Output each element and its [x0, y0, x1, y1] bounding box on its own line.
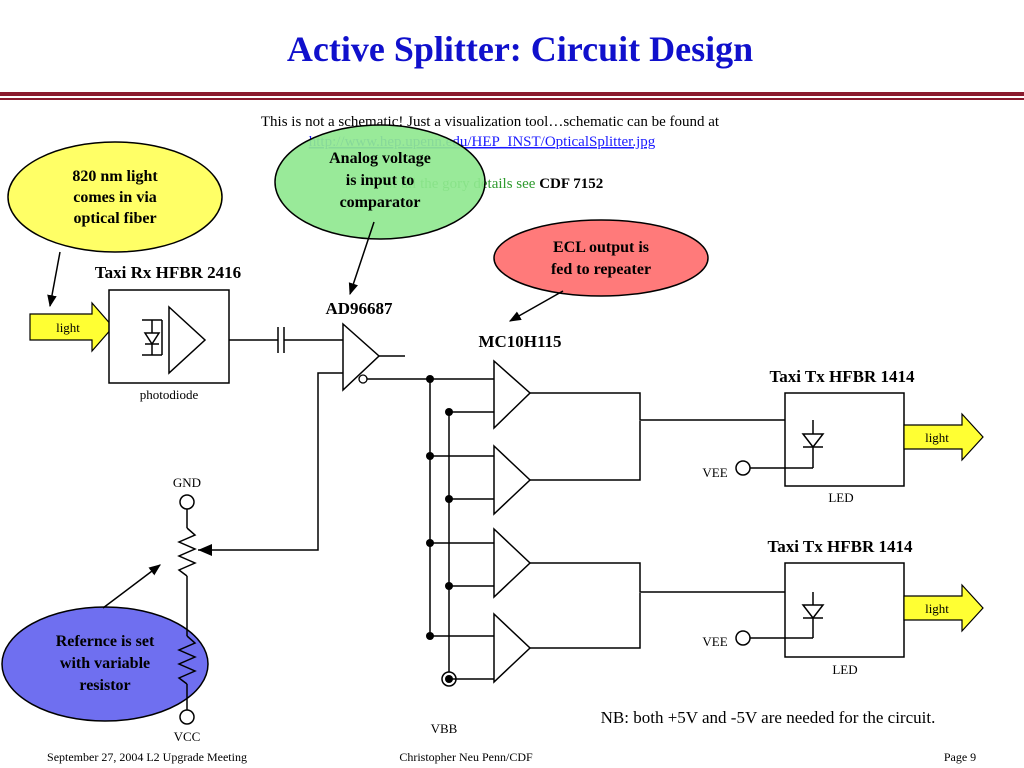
repeater-label: MC10H115 [478, 332, 561, 351]
rx-amplifier-symbol [168, 305, 207, 375]
slide-title: Active Splitter: Circuit Design [287, 29, 753, 69]
repeater-gate-4 [426, 612, 532, 684]
bubble-light-in-line-1: 820 nm light [72, 168, 158, 185]
footer-author: Christopher Neu Penn/CDF [399, 750, 533, 764]
bubble-light-in-line-2: comes in via [73, 189, 157, 206]
bubble-light-in-line-3: optical fiber [73, 210, 156, 227]
tx1-box [784, 392, 905, 487]
bubble-analog-line-1: Analog voltage [329, 150, 431, 167]
bubble-ecl: ECL output is fed to repeater [493, 219, 709, 297]
reference-pointer-arrow [102, 564, 161, 609]
light-out-2-label: light [925, 601, 949, 616]
bubble-ecl-line-1: ECL output is [553, 239, 649, 256]
vcc-label: VCC [174, 729, 201, 744]
bubble-analog-line-3: comparator [340, 194, 421, 211]
bubble-reference: Refernce is set with variable resistor [1, 606, 209, 722]
tx2-box [784, 562, 905, 658]
light-out-arrow-1: light [903, 412, 984, 462]
tx2-wire-b [530, 593, 641, 649]
bubble-ecl-line-2: fed to repeater [551, 261, 651, 278]
led2-label: LED [832, 662, 857, 677]
vcc-terminal [179, 709, 195, 725]
details-ref: CDF 7152 [539, 176, 603, 192]
light-in-arrow: light [29, 301, 114, 353]
light-out-1-label: light [925, 430, 949, 445]
title-rule [0, 92, 1024, 100]
tx1-led-symbol [801, 420, 825, 468]
bubble-analog: Analog voltage is input to comparator [274, 124, 486, 240]
light-in-pointer-arrow [47, 251, 61, 308]
led1-label: LED [828, 490, 853, 505]
repeater-gate-2 [426, 444, 532, 516]
footer-page: Page 9 [944, 750, 976, 764]
potentiometer-upper [177, 527, 197, 577]
analog-pointer-arrow [348, 221, 375, 296]
photodiode-label: photodiode [140, 387, 199, 402]
reference-wire [198, 372, 343, 551]
comparator-symbol [342, 322, 381, 392]
vee2-terminal [735, 630, 751, 646]
tx1-label: Taxi Tx HFBR 1414 [769, 367, 915, 386]
bubble-light-in: 820 nm light comes in via optical fiber [7, 141, 223, 253]
tx1-wire-b [530, 421, 641, 481]
ecl-pointer-arrow [508, 290, 564, 322]
vee2-label: VEE [702, 634, 727, 649]
photodiode-symbol [142, 319, 163, 356]
footer-date: September 27, 2004 L2 Upgrade Meeting [47, 750, 247, 764]
tx2-wire-a [530, 562, 785, 593]
bubble-reference-line-3: resistor [79, 677, 130, 694]
light-out-arrow-2: light [903, 583, 984, 633]
bubble-reference-line-2: with variable [60, 655, 150, 672]
coupling-capacitor [277, 327, 285, 353]
bubble-reference-line-1: Refernce is set [56, 633, 155, 650]
gnd-terminal [179, 494, 195, 510]
tx2-led-symbol [801, 592, 825, 638]
tx2-label: Taxi Tx HFBR 1414 [767, 537, 913, 556]
tx1-wire-a [530, 392, 785, 421]
vee1-label: VEE [702, 465, 727, 480]
vbb-label: VBB [431, 721, 458, 736]
repeater-gate-3 [426, 527, 532, 599]
light-in-label: light [56, 320, 80, 335]
nb-note: NB: both +5V and -5V are needed for the … [601, 708, 936, 727]
bubble-analog-line-2: is input to [346, 172, 414, 189]
gnd-label: GND [173, 475, 201, 490]
rx-label: Taxi Rx HFBR 2416 [95, 263, 241, 282]
repeater-gate-1 [426, 359, 532, 430]
comparator-inverting-output [358, 374, 368, 384]
vee1-terminal [735, 460, 751, 476]
reference-arrowhead [198, 544, 212, 556]
potentiometer-lower [177, 635, 197, 685]
note-line: This is not a schematic! Just a visualiz… [261, 114, 720, 130]
comparator-label: AD96687 [325, 299, 393, 318]
